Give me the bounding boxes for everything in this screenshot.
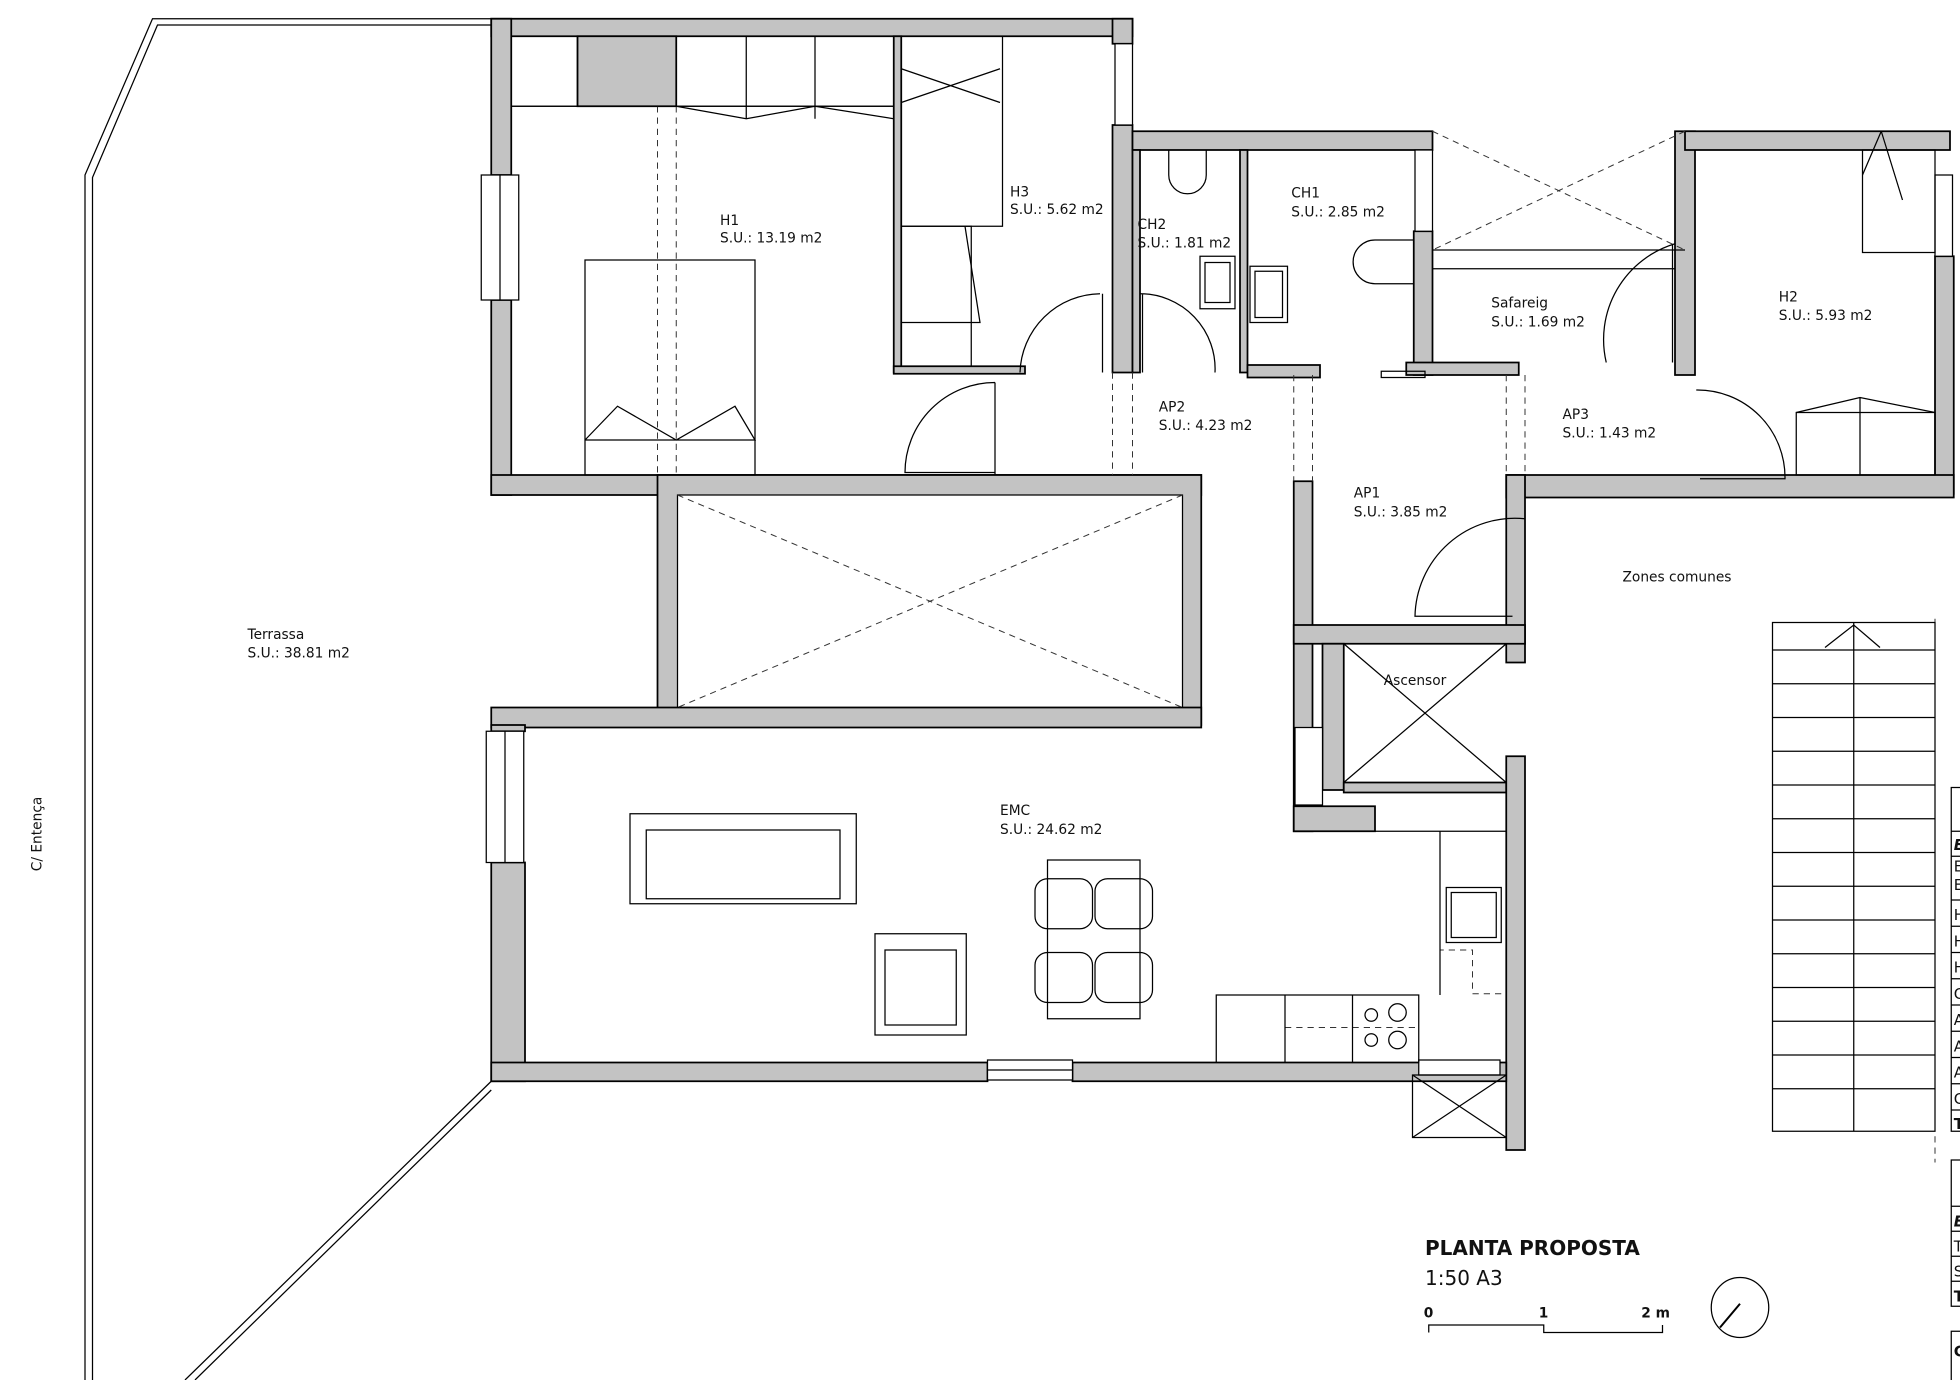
plan-title: PLANTA PROPOSTA: [1425, 1236, 1640, 1260]
svg-text:E: E: [1954, 1212, 1960, 1230]
svg-text:S.U.: 1.81 m2: S.U.: 1.81 m2: [1138, 236, 1232, 252]
stairs: [1771, 621, 1936, 1132]
svg-text:S.U.: 1.69 m2: S.U.: 1.69 m2: [1491, 314, 1585, 330]
zones-comunes-label: Zones comunes: [1623, 569, 1732, 585]
svg-text:H: H: [1954, 959, 1960, 977]
north-arrow-icon: [1710, 1276, 1770, 1339]
svg-text:2 m: 2 m: [1641, 1306, 1670, 1322]
svg-text:CH1: CH1: [1291, 186, 1320, 202]
svg-text:T: T: [1954, 1115, 1960, 1133]
side-table-1: E E E H H H C A A A C T: [1950, 786, 1960, 1133]
svg-text:S.U.: 13.19 m2: S.U.: 13.19 m2: [720, 231, 822, 247]
svg-text:EMC: EMC: [1000, 803, 1030, 819]
svg-text:A: A: [1954, 1064, 1960, 1082]
room-label-h1: H1S.U.: 13.19 m2: [720, 213, 822, 247]
svg-text:H1: H1: [720, 213, 739, 229]
svg-text:AP1: AP1: [1354, 486, 1380, 502]
street-label: C/ Entença: [29, 797, 45, 872]
side-table-2: E T S T: [1950, 1159, 1960, 1307]
svg-text:C: C: [1954, 1090, 1960, 1108]
svg-text:S.U.: 3.85 m2: S.U.: 3.85 m2: [1354, 504, 1448, 520]
svg-text:S: S: [1954, 1262, 1960, 1280]
svg-text:AP2: AP2: [1159, 399, 1185, 415]
room-label-h3: H3S.U.: 5.62 m2: [1010, 184, 1104, 218]
svg-text:S.U.: 24.62 m2: S.U.: 24.62 m2: [1000, 822, 1102, 838]
svg-text:H2: H2: [1779, 289, 1798, 305]
svg-text:C: C: [1954, 985, 1960, 1003]
svg-text:1: 1: [1539, 1306, 1549, 1322]
svg-text:S.U.: 2.85 m2: S.U.: 2.85 m2: [1291, 204, 1385, 220]
svg-text:A: A: [1954, 1037, 1960, 1055]
svg-text:H: H: [1954, 906, 1960, 924]
svg-text:T: T: [1953, 1237, 1960, 1255]
side-table-3: C: [1950, 1330, 1960, 1380]
svg-text:Safareig: Safareig: [1491, 296, 1548, 312]
svg-text:E: E: [1954, 836, 1960, 854]
svg-text:H3: H3: [1010, 184, 1029, 200]
svg-text:C: C: [1954, 1342, 1960, 1360]
svg-text:Terrassa: Terrassa: [247, 627, 305, 643]
scale-bar: 0 1 2 m: [1424, 1306, 1670, 1334]
svg-text:T: T: [1954, 1287, 1960, 1305]
svg-text:E: E: [1954, 876, 1960, 894]
svg-text:0: 0: [1424, 1306, 1434, 1322]
furniture: [510, 35, 1936, 1063]
plan-scale: 1:50 A3: [1425, 1266, 1503, 1290]
elevator-shaft: [1294, 643, 1507, 1139]
svg-text:S.U.: 5.93 m2: S.U.: 5.93 m2: [1779, 308, 1873, 324]
room-label-h2: H2S.U.: 5.93 m2: [1779, 289, 1873, 324]
windows: [480, 43, 1954, 1081]
terrace-outline: [84, 18, 492, 1380]
walls: [490, 17, 1955, 1151]
svg-text:S.U.: 1.43 m2: S.U.: 1.43 m2: [1563, 426, 1657, 442]
svg-text:S.U.: 38.81 m2: S.U.: 38.81 m2: [248, 646, 350, 662]
svg-text:S.U.: 4.23 m2: S.U.: 4.23 m2: [1159, 418, 1253, 434]
svg-text:AP3: AP3: [1563, 407, 1589, 423]
svg-text:A: A: [1954, 1011, 1960, 1029]
svg-text:H: H: [1954, 932, 1960, 950]
svg-text:E: E: [1954, 857, 1960, 875]
svg-text:CH2: CH2: [1138, 217, 1167, 233]
room-label-emc: EMC S.U.: 24.62 m2: [1000, 803, 1102, 838]
svg-text:S.U.: 5.62 m2: S.U.: 5.62 m2: [1010, 202, 1104, 218]
doors: [904, 243, 1786, 617]
elevator-label: Ascensor: [1384, 673, 1447, 689]
